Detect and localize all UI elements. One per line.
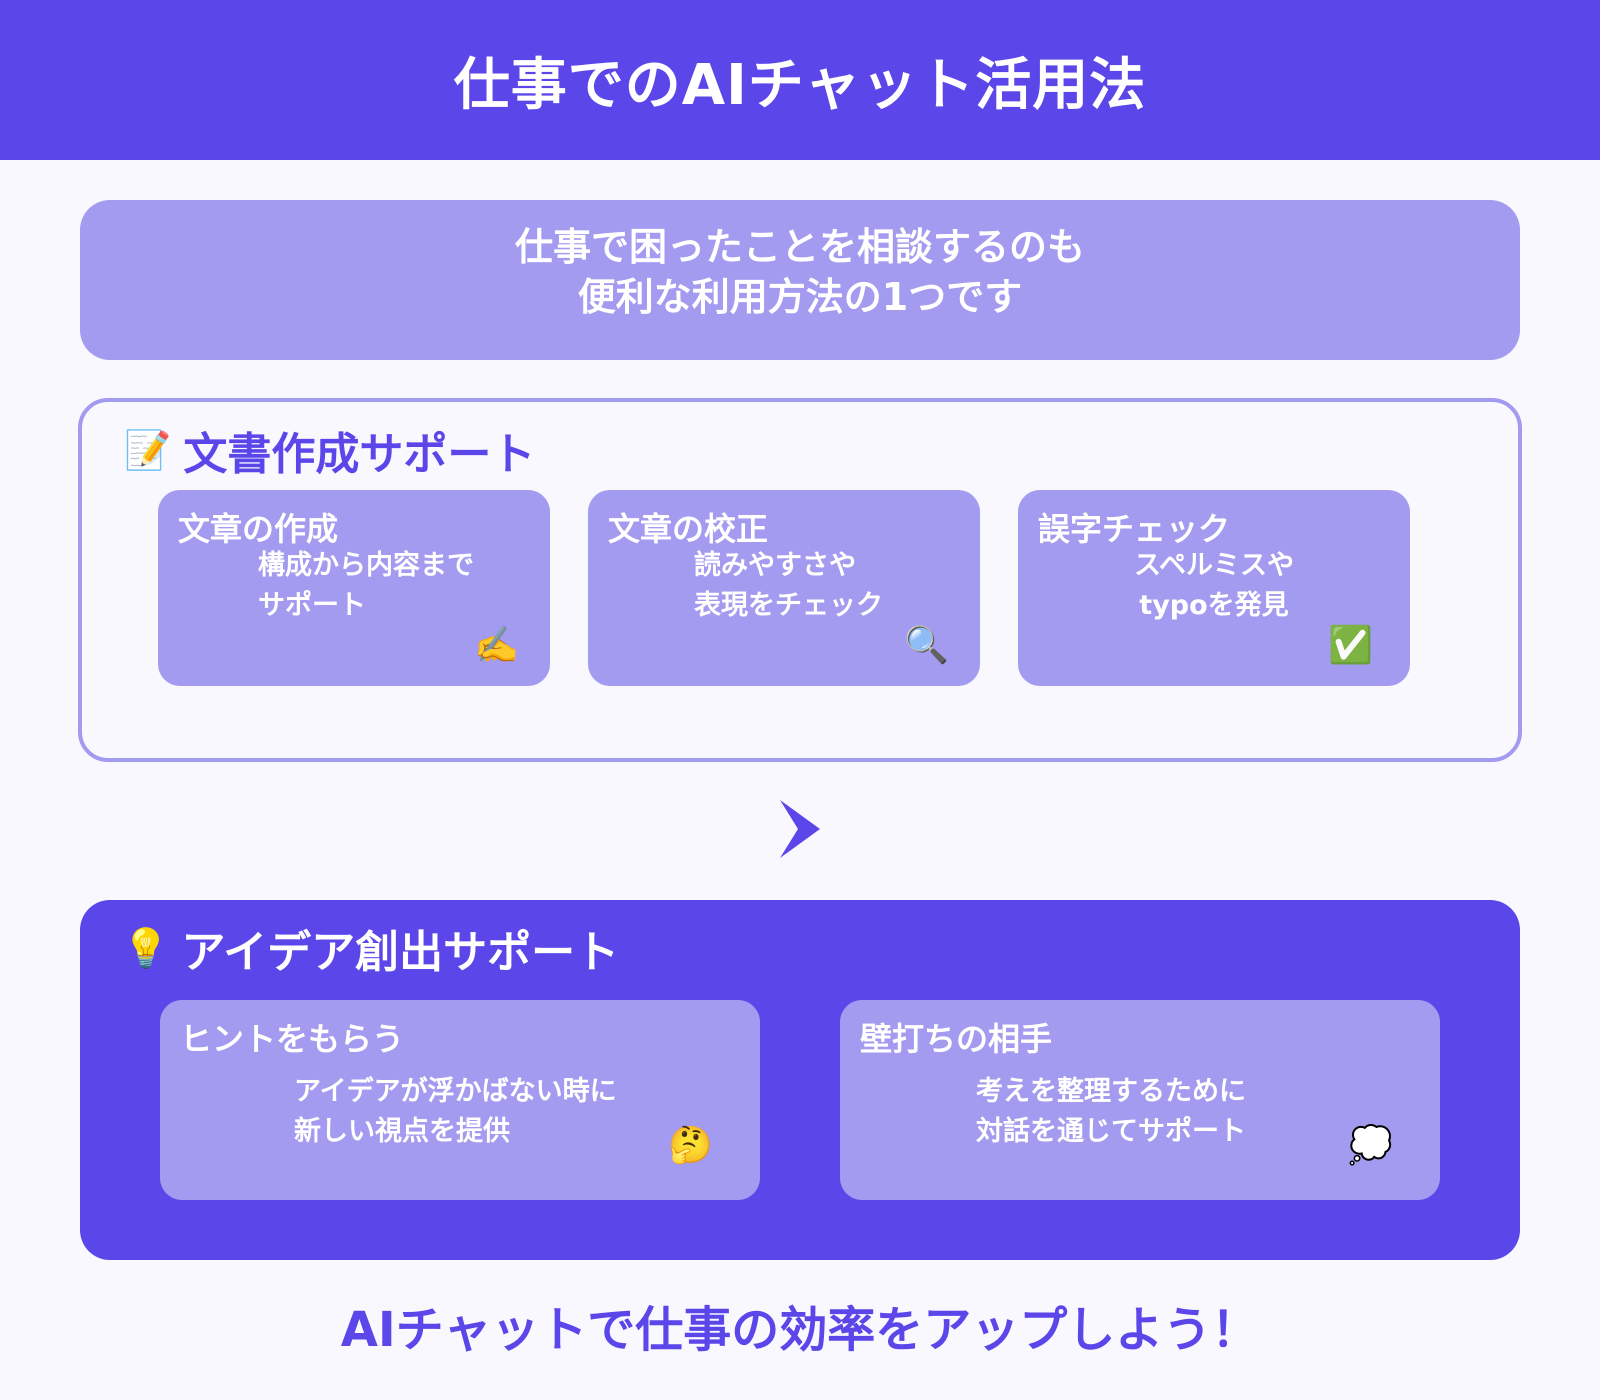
card-get-hints: ヒントをもらう アイデアが浮かばない時に 新しい視点を提供 🤔 xyxy=(160,1000,760,1200)
writing-hand-icon: ✍️ xyxy=(474,625,519,666)
light-bulb-icon: 💡 xyxy=(122,925,170,970)
card-title: 壁打ちの相手 xyxy=(860,1020,1053,1058)
section-idea-support: 💡 アイデア創出サポート ヒントをもらう アイデアが浮かばない時に 新しい視点を… xyxy=(80,900,1520,1260)
card-description-line: サポート xyxy=(258,590,366,621)
page-title: 仕事でのAIチャット活用法 xyxy=(453,52,1147,118)
card-typo-check: 誤字チェック スペルミスや typoを発見 ✅ xyxy=(1018,490,1410,686)
intro-banner: 仕事で困ったことを相談するのも 便利な利用方法の1つです xyxy=(80,200,1520,360)
card-description-line: typoを発見 xyxy=(1139,590,1289,621)
card-description-line: 新しい視点を提供 xyxy=(294,1116,510,1147)
footer-message: AIチャットで仕事の効率をアップしよう！ xyxy=(340,1302,1260,1358)
card-sounding-board: 壁打ちの相手 考えを整理するために 対話を通じてサポート 💭 xyxy=(840,1000,1440,1200)
section-document-support: 📝 文書作成サポート 文章の作成 構成から内容まで サポート ✍️ 文章の校正 … xyxy=(78,398,1522,762)
card-title: ヒントをもらう xyxy=(180,1020,405,1058)
card-proofreading: 文章の校正 読みやすさや 表現をチェック 🔍 xyxy=(588,490,980,686)
card-description: スペルミスや typoを発見 xyxy=(1018,546,1410,626)
thought-bubble-icon: 💭 xyxy=(1348,1125,1393,1166)
section-title: 💡 アイデア創出サポート xyxy=(122,916,619,980)
section-title-text: アイデア創出サポート xyxy=(181,927,620,978)
card-description: 読みやすさや 表現をチェック xyxy=(694,546,883,626)
card-description-line: 表現をチェック xyxy=(694,590,883,621)
card-description: 考えを整理するために 対話を通じてサポート xyxy=(976,1072,1246,1152)
intro-line-2: 便利な利用方法の1つです xyxy=(577,275,1023,319)
section-title: 📝 文書作成サポート xyxy=(124,418,535,482)
card-description-line: 考えを整理するために xyxy=(976,1076,1246,1107)
intro-line-1: 仕事で困ったことを相談するのも xyxy=(514,225,1085,269)
memo-icon: 📝 xyxy=(124,427,172,472)
card-title: 誤字チェック xyxy=(1038,510,1231,548)
card-description-line: 対話を通じてサポート xyxy=(976,1116,1246,1147)
card-description-line: スペルミスや xyxy=(1133,550,1295,581)
thinking-face-icon: 🤔 xyxy=(668,1125,713,1166)
header: 仕事でのAIチャット活用法 xyxy=(0,0,1600,160)
check-mark-icon: ✅ xyxy=(1328,625,1373,666)
magnifier-icon: 🔍 xyxy=(904,625,949,666)
card-title: 文章の校正 xyxy=(608,510,769,548)
section-title-text: 文書作成サポート xyxy=(183,429,536,480)
card-description: アイデアが浮かばない時に 新しい視点を提供 xyxy=(294,1072,617,1152)
card-description-line: 読みやすさや xyxy=(694,550,856,581)
card-description-line: 構成から内容まで xyxy=(258,550,474,581)
card-document-creation: 文章の作成 構成から内容まで サポート ✍️ xyxy=(158,490,550,686)
card-description: 構成から内容まで サポート xyxy=(258,546,474,626)
card-description-line: アイデアが浮かばない時に xyxy=(294,1076,617,1107)
card-title: 文章の作成 xyxy=(178,510,339,548)
chevron-right-icon xyxy=(780,800,820,858)
